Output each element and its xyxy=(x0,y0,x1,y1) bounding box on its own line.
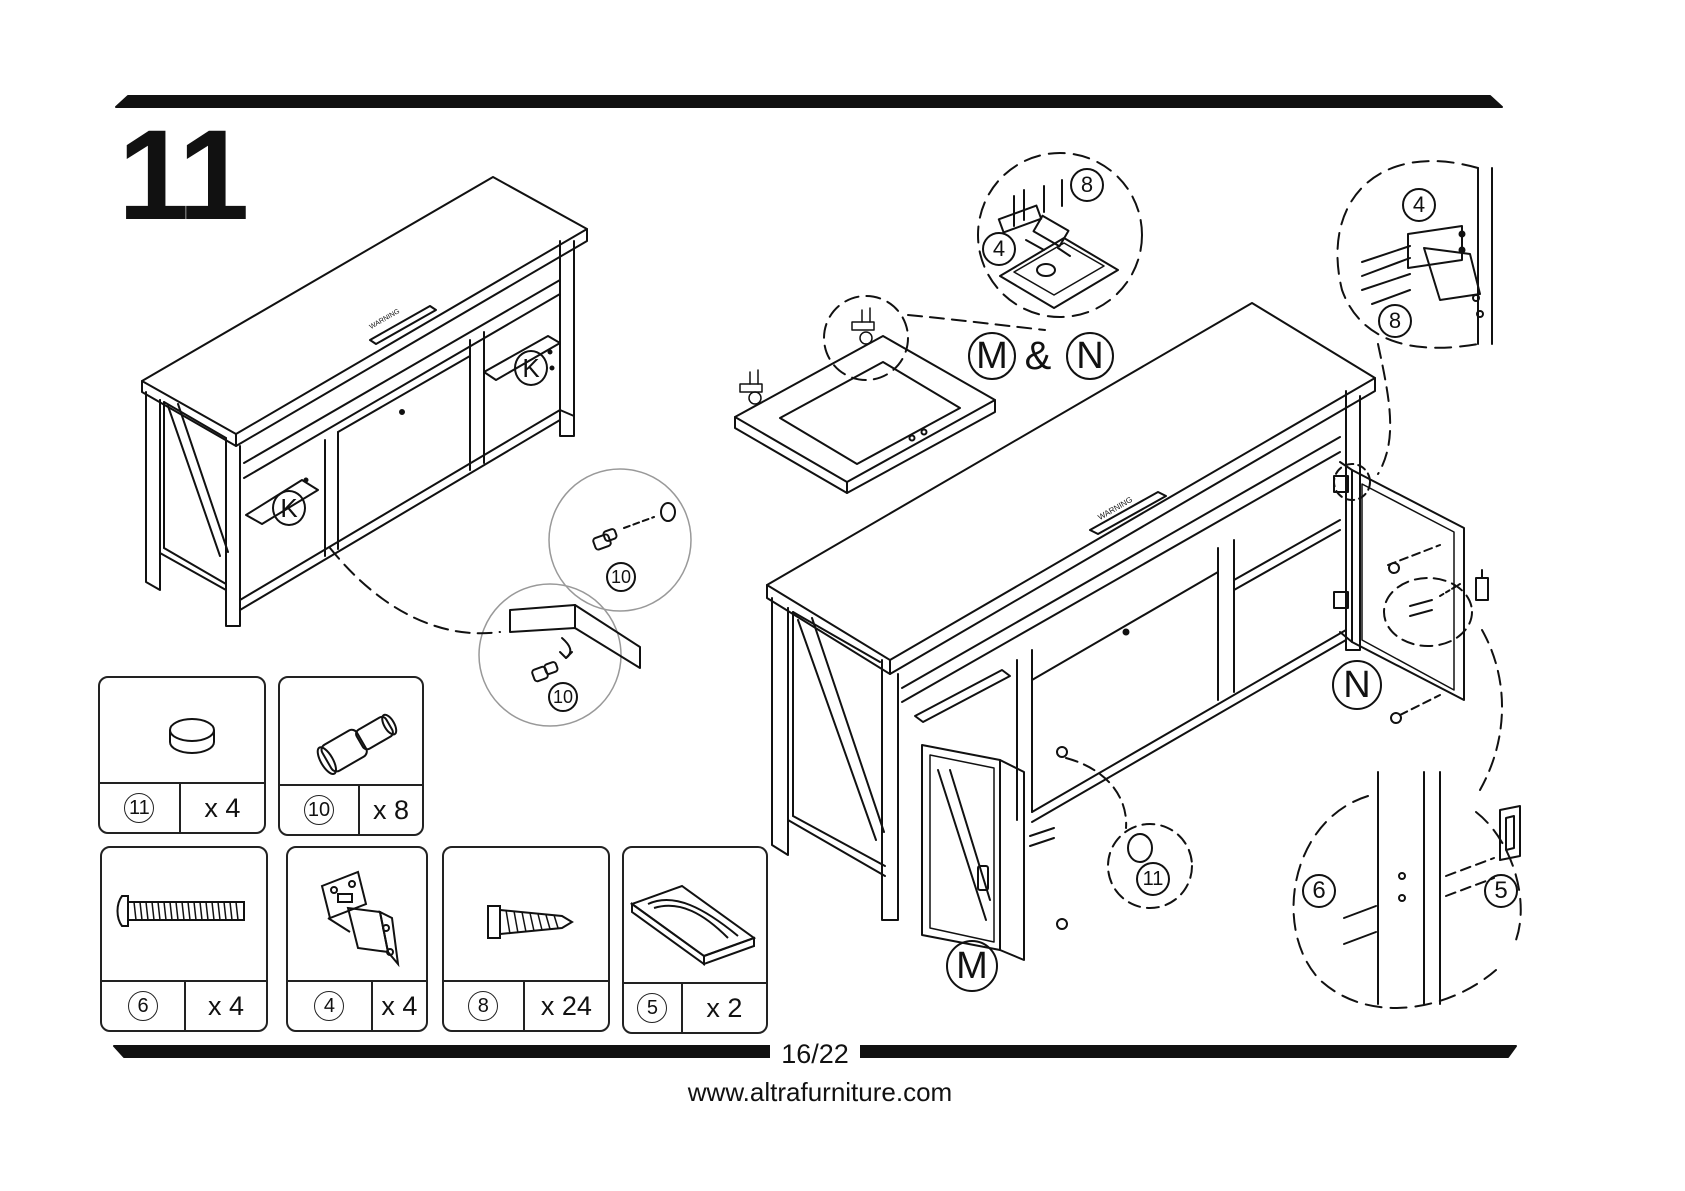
wood-screw-icon xyxy=(444,848,612,984)
part-id-11: 11 xyxy=(124,793,154,823)
header-bar xyxy=(116,96,1502,107)
part-qty-8: x 24 xyxy=(525,982,608,1030)
part-qty-6: x 4 xyxy=(186,982,266,1030)
part-qty-11: x 4 xyxy=(181,784,264,832)
step-number: 11 xyxy=(118,112,245,240)
part-footer: 8 x 24 xyxy=(444,980,608,1030)
part-card-6: 6 x 4 xyxy=(100,846,268,1032)
part-qty-10: x 8 xyxy=(360,786,422,834)
label-hinge-top: 4 xyxy=(982,232,1016,266)
shelf-pin-icon xyxy=(280,678,426,788)
label-handle: 5 xyxy=(1484,874,1518,908)
part-id-6: 6 xyxy=(128,991,158,1021)
label-screw-right: 8 xyxy=(1378,304,1412,338)
cabinet-right-drawing xyxy=(767,303,1488,960)
callout-n-top: N xyxy=(1066,332,1114,380)
part-footer: 4 x 4 xyxy=(288,980,426,1030)
label-peg: 11 xyxy=(1136,862,1170,896)
website-url[interactable]: www.altrafurniture.com xyxy=(600,1075,1040,1109)
label-pin-top: 10 xyxy=(606,562,636,592)
label-screw-top: 8 xyxy=(1070,168,1104,202)
callout-n-door: N xyxy=(1332,660,1382,710)
round-peg-icon xyxy=(100,678,268,786)
part-card-4: 4 x 4 xyxy=(286,846,428,1032)
footer-bar-right xyxy=(860,1046,1516,1057)
part-card-11: 11 x 4 xyxy=(98,676,266,834)
callout-m-door: M xyxy=(946,940,998,992)
callout-k-right: K xyxy=(514,350,548,386)
part-id-4: 4 xyxy=(314,991,344,1021)
label-pin-bottom: 10 xyxy=(548,682,578,712)
callout-m-top: M xyxy=(968,332,1016,380)
door-panel-drawing xyxy=(735,296,1045,493)
handle-detail xyxy=(1294,630,1521,1008)
callout-k-left: K xyxy=(272,490,306,526)
label-hinge-right: 4 xyxy=(1402,188,1436,222)
part-id-8: 8 xyxy=(468,991,498,1021)
part-card-5: 5 x 2 xyxy=(622,846,768,1034)
handle-icon xyxy=(624,848,770,986)
part-card-8: 8 x 24 xyxy=(442,846,610,1032)
part-card-10: 10 x 8 xyxy=(278,676,424,836)
callout-ampersand: & xyxy=(1018,336,1058,376)
bolt-icon xyxy=(102,848,270,984)
part-footer: 11 x 4 xyxy=(100,782,264,832)
part-footer: 6 x 4 xyxy=(102,980,266,1030)
part-id-5: 5 xyxy=(637,993,667,1023)
footer-bar-left xyxy=(114,1046,770,1057)
part-id-10: 10 xyxy=(304,795,334,825)
part-footer: 10 x 8 xyxy=(280,784,422,834)
label-bolt: 6 xyxy=(1302,874,1336,908)
page-number: 16/22 xyxy=(770,1037,860,1071)
hinge-icon xyxy=(288,848,430,984)
part-footer: 5 x 2 xyxy=(624,982,766,1032)
part-qty-4: x 4 xyxy=(373,982,426,1030)
part-qty-5: x 2 xyxy=(683,984,766,1032)
